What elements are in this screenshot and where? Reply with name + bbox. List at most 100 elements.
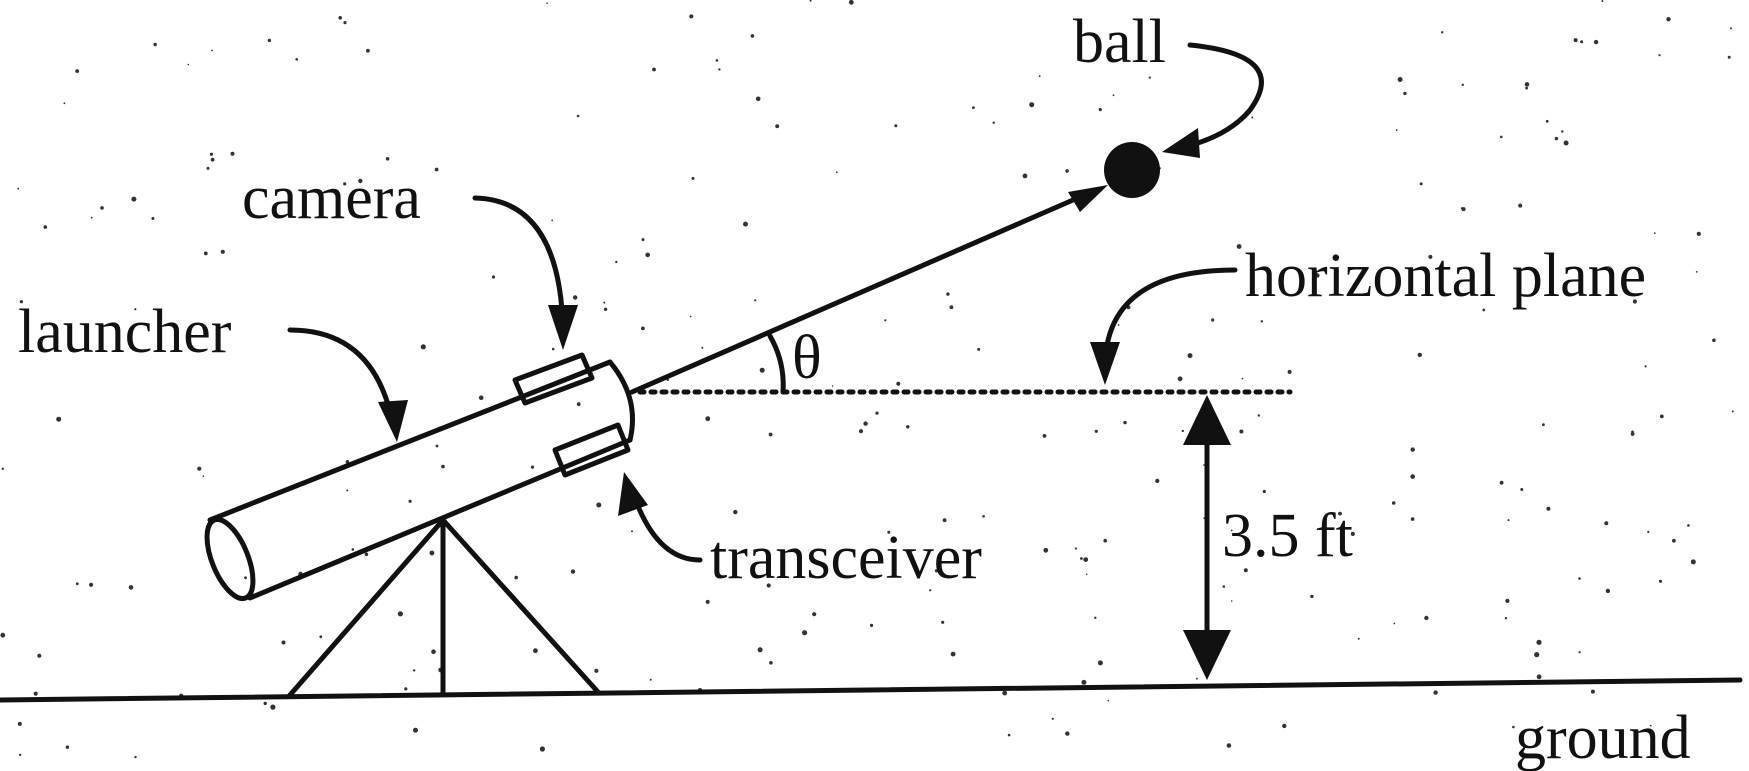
speckle-dot	[1123, 420, 1127, 425]
speckle-dot	[65, 745, 70, 749]
speckle-dot	[413, 727, 418, 733]
transceiver-leader-arrow	[618, 472, 703, 563]
speckle-dot	[17, 721, 22, 726]
speckle-dot	[1007, 733, 1011, 737]
speckle-dot	[100, 206, 104, 210]
speckle-dot	[153, 42, 157, 47]
height-label: 3.5 ft	[1222, 502, 1353, 570]
speckle-dot	[220, 249, 225, 254]
speckle-dot	[631, 530, 633, 533]
speckle-dot	[949, 305, 954, 310]
transceiver-label: transceiver	[710, 524, 982, 592]
speckle-dot	[209, 152, 213, 156]
speckle-dot	[1251, 116, 1254, 119]
speckle-dot	[1561, 130, 1564, 133]
speckle-dot	[848, 0, 854, 5]
speckle-dot	[1042, 434, 1047, 438]
speckle-dot	[364, 552, 369, 557]
speckle-dot	[1350, 531, 1355, 537]
speckle-dot	[652, 67, 656, 72]
speckle-dot	[1546, 506, 1551, 511]
speckle-dot	[1410, 517, 1415, 521]
speckle-dot	[1187, 353, 1193, 359]
speckle-dot	[1500, 135, 1503, 139]
speckle-dot	[1695, 271, 1698, 273]
speckle-dot	[0, 632, 6, 638]
speckle-dot	[718, 68, 721, 71]
speckle-dot	[1239, 429, 1244, 434]
speckle-dot	[768, 432, 773, 437]
speckle-dot	[1112, 94, 1115, 97]
speckle-dot	[1672, 538, 1676, 543]
speckle-dot	[319, 635, 323, 639]
speckle-dot	[992, 121, 995, 124]
speckle-dot	[1029, 102, 1035, 108]
speckle-dot	[551, 347, 555, 351]
speckle-dot	[1098, 108, 1102, 112]
speckle-dot	[1065, 731, 1070, 736]
speckle-dot	[366, 48, 370, 53]
speckle-dot	[1081, 679, 1087, 685]
speckle-dot	[1419, 182, 1423, 186]
speckle-dot	[982, 515, 985, 518]
speckle-dot	[835, 171, 838, 174]
speckle-dot	[1520, 488, 1524, 491]
speckle-dot	[1658, 579, 1663, 583]
speckle-dot	[1043, 547, 1049, 553]
speckle-dot	[1630, 432, 1635, 436]
speckle-dot	[1644, 365, 1647, 368]
speckle-dot	[812, 612, 817, 617]
speckle-dot	[946, 292, 950, 296]
speckle-dot	[151, 217, 155, 220]
speckle-dot	[603, 301, 606, 304]
speckle-dot	[1542, 423, 1545, 427]
speckle-dot	[128, 585, 134, 590]
speckle-dot	[1097, 660, 1103, 666]
speckle-dot	[37, 653, 42, 658]
speckle-dot	[514, 575, 518, 580]
speckle-dot	[1410, 447, 1415, 452]
speckle-dot	[884, 319, 887, 322]
speckle-dot	[1424, 615, 1429, 621]
speckle-dot	[408, 499, 412, 503]
speckle-dot	[533, 648, 538, 654]
speckle-dot	[75, 582, 79, 586]
speckle-dot	[1080, 557, 1083, 560]
speckle-dot	[89, 582, 94, 587]
speckle-dot	[338, 15, 343, 20]
speckle-dot	[551, 219, 554, 222]
speckle-dot	[1230, 600, 1233, 602]
speckle-dot	[63, 102, 66, 105]
speckle-dot	[1659, 414, 1664, 419]
speckle-dot	[267, 38, 272, 43]
speckle-dot	[1, 467, 4, 470]
speckle-dot	[1338, 511, 1342, 516]
speckle-dot	[1512, 725, 1515, 729]
speckle-dot	[641, 238, 645, 242]
speckle-dot	[750, 34, 755, 38]
ball-icon	[1104, 142, 1160, 198]
speckle-dot	[187, 63, 190, 66]
speckle-dot	[576, 402, 581, 406]
speckle-dot	[950, 651, 956, 657]
speckle-dot	[441, 464, 445, 469]
speckle-dot	[894, 124, 898, 128]
camera-box	[512, 352, 595, 406]
speckle-dot	[1536, 639, 1542, 645]
speckle-dot	[1507, 519, 1510, 522]
speckle-dot	[594, 668, 599, 673]
speckle-dot	[1666, 17, 1671, 22]
speckle-dot	[1022, 173, 1028, 179]
theta-label: θ	[792, 324, 822, 392]
speckle-dot	[1578, 577, 1581, 580]
speckle-dot	[754, 299, 757, 302]
speckle-dot	[478, 395, 484, 401]
speckle-dot	[603, 307, 608, 311]
speckle-dot	[1433, 690, 1438, 695]
speckle-dot	[1403, 91, 1407, 96]
speckle-dot	[1103, 538, 1107, 543]
speckle-dot	[1222, 585, 1226, 588]
speckle-dot	[43, 225, 48, 229]
speckle-dot	[1601, 0, 1604, 2]
speckle-dot	[1696, 231, 1701, 236]
